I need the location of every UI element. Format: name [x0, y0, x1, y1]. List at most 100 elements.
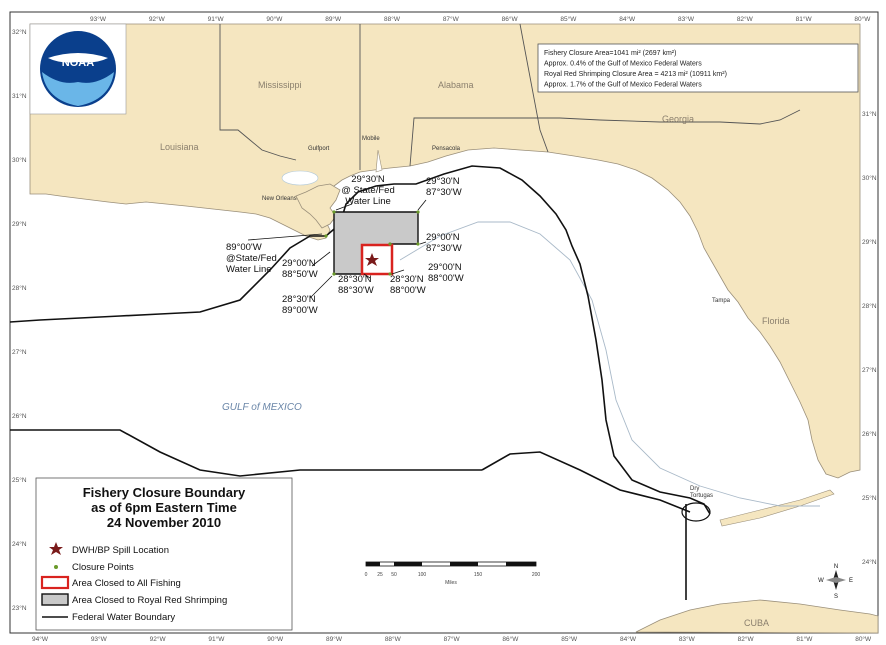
tick-label-top: 84°W — [619, 15, 636, 23]
tick-label-left: 28°N — [12, 284, 27, 292]
tick-label-left: 25°N — [12, 476, 27, 484]
tick-label-bottom: 89°W — [326, 635, 343, 643]
coordinate-label: 29°30'N — [351, 174, 385, 185]
coordinate-label: 89°00'W — [282, 305, 318, 316]
legend-closure-point-icon — [54, 565, 58, 569]
coordinate-label: 28°30'N — [390, 274, 424, 285]
tick-label-top: 92°W — [149, 15, 166, 23]
federal-water-boundary — [9, 165, 711, 515]
tick-label-bottom: 85°W — [561, 635, 578, 643]
tick-label-bottom: 84°W — [620, 635, 637, 643]
city-label-line: Tortugas — [690, 493, 713, 499]
tick-label-top: 87°W — [443, 15, 460, 23]
tick-label-right: 31°N — [862, 110, 877, 118]
florida-keys — [719, 489, 835, 527]
coordinate-label: 28°30'N — [338, 274, 372, 285]
legend-gray-box-icon — [41, 593, 69, 606]
tortugas-boundary — [681, 502, 711, 522]
tick-label-right: 29°N — [862, 238, 877, 246]
noaa-logo: NOAA — [29, 23, 127, 115]
state-label-louisiana: Louisiana — [160, 142, 199, 152]
us-land — [29, 23, 861, 479]
city-label-mobile: Mobile — [362, 136, 380, 142]
cuba-label: CUBA — [744, 618, 769, 628]
coordinate-label: 88°50'W — [282, 269, 318, 280]
tick-label-bottom: 86°W — [502, 635, 519, 643]
coordinate-label: 88°00'W — [428, 273, 464, 284]
compass-e: E — [849, 578, 853, 584]
tick-label-top: 89°W — [325, 15, 342, 23]
legend-item-federal: Federal Water Boundary — [72, 612, 175, 623]
city-label-pensacola: Pensacola — [432, 146, 461, 152]
tick-label-top: 91°W — [208, 15, 225, 23]
tick-label-top: 82°W — [737, 15, 754, 23]
tick-label-left: 26°N — [12, 412, 27, 420]
coordinate-label: 87°30'W — [426, 243, 462, 254]
tick-label-bottom: 82°W — [738, 635, 755, 643]
city-label-gulfport: Gulfport — [308, 146, 330, 152]
tick-label-bottom: 92°W — [150, 635, 167, 643]
scale-tick-label: 100 — [418, 572, 427, 578]
city-label-new-orleans: New Orleans — [262, 196, 297, 202]
compass-s: S — [834, 594, 838, 600]
tick-label-bottom: 80°W — [855, 635, 872, 643]
info-box-line: Approx. 0.4% of the Gulf of Mexico Feder… — [544, 61, 702, 68]
coordinate-label: 28°30'N — [282, 294, 316, 305]
tick-label-right: 28°N — [862, 302, 877, 310]
noaa-logo-gull — [48, 53, 108, 63]
tick-label-left: 27°N — [12, 348, 27, 356]
scale-tick-label: 150 — [474, 572, 483, 578]
tick-label-right: 26°N — [862, 430, 877, 438]
compass-n: N — [834, 564, 838, 570]
tick-label-left: 30°N — [12, 156, 27, 164]
tick-label-bottom: 88°W — [385, 635, 402, 643]
ticks-left: 32°N31°N30°N29°N28°N27°N26°N25°N24°N23°N — [12, 28, 27, 612]
legend-title-line-1: Fishery Closure Boundary — [83, 485, 246, 500]
tick-label-bottom: 94°W — [32, 635, 49, 643]
coordinate-label: 29°00'N — [426, 232, 460, 243]
lake-pontchartrain — [281, 170, 319, 186]
tick-label-top: 85°W — [560, 15, 577, 23]
tick-label-bottom: 91°W — [208, 635, 225, 643]
tick-label-top: 90°W — [266, 15, 283, 23]
mobile-bay — [375, 149, 383, 173]
coordinate-label: 89°00'W — [226, 242, 262, 253]
scale-tick-label: 200 — [532, 572, 541, 578]
tick-label-top: 86°W — [502, 15, 519, 23]
coordinate-label: 29°00'N — [428, 262, 462, 273]
noaa-logo-text: NOAA — [62, 57, 94, 69]
legend-item-spill: DWH/BP Spill Location — [72, 545, 169, 556]
tick-label-left: 32°N — [12, 28, 27, 36]
tick-label-right: 30°N — [862, 174, 877, 182]
federal-water-boundary-west — [10, 429, 482, 477]
spill-location-star — [365, 253, 379, 266]
noaa-logo-wave — [42, 72, 114, 106]
info-box-line: Fishery Closure Area=1041 mi² (2697 km²) — [544, 50, 676, 57]
legend-item-closure-points: Closure Points — [72, 562, 134, 573]
gulf-label: GULF of MEXICO — [222, 402, 302, 413]
compass-w: W — [818, 578, 824, 584]
tick-label-bottom: 93°W — [91, 635, 108, 643]
legend-title-line-2: as of 6pm Eastern Time — [91, 500, 237, 515]
coordinate-leaders — [247, 199, 427, 299]
tick-label-bottom: 83°W — [679, 635, 696, 643]
legend-item-shrimping: Area Closed to Royal Red Shrimping — [72, 595, 227, 606]
tick-label-right: 25°N — [862, 494, 877, 502]
coordinate-label: 29°30'N — [426, 176, 460, 187]
legend-red-box-icon — [40, 575, 70, 590]
legend: Fishery Closure Boundary as of 6pm Easte… — [35, 477, 293, 631]
coordinate-label: @ State/Fed — [341, 185, 394, 196]
state-label-alabama: Alabama — [438, 80, 474, 90]
scale-tick-label: 0 — [365, 572, 368, 578]
coordinate-label: 88°30'W — [338, 285, 374, 296]
tick-label-left: 23°N — [12, 604, 27, 612]
city-label-tampa: Tampa — [712, 298, 731, 304]
state-boundaries — [219, 23, 801, 170]
info-box-line: Approx. 1.7% of the Gulf of Mexico Feder… — [544, 82, 702, 89]
legend-spill-icon — [49, 542, 63, 555]
scale-unit: Miles — [445, 580, 457, 586]
